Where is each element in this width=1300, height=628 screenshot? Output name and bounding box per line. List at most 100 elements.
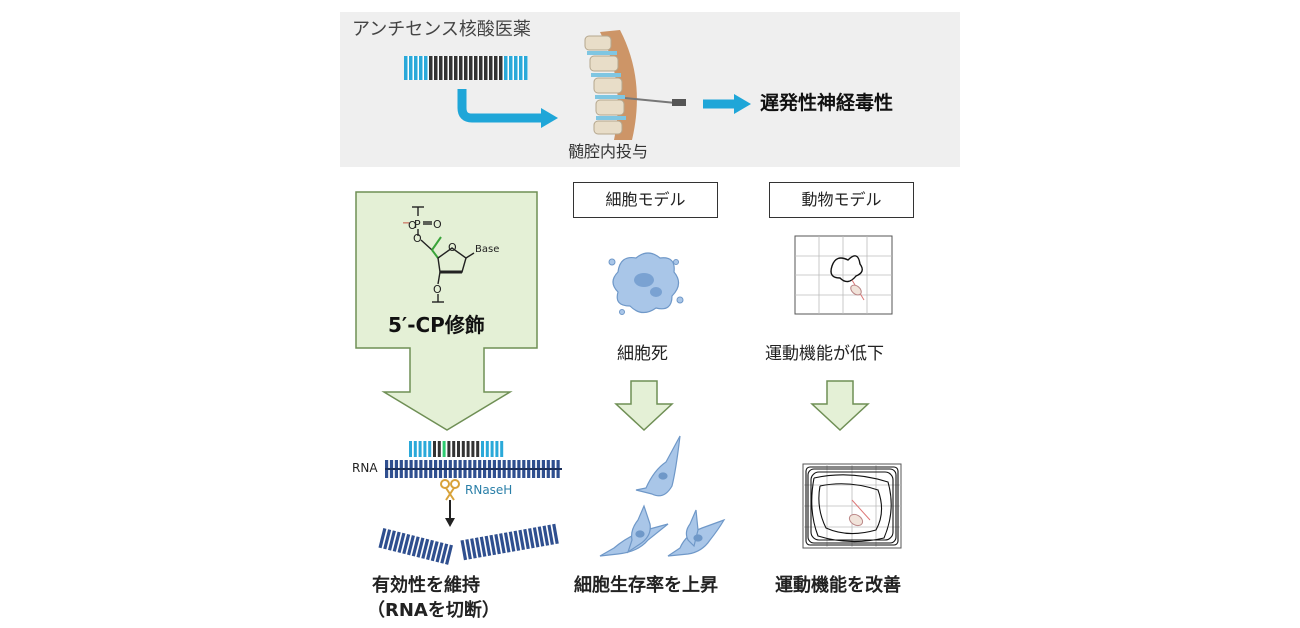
rna-fragment-nucleotide xyxy=(484,535,492,556)
aso-nucleotide xyxy=(428,441,432,457)
spine-illustration xyxy=(584,30,686,140)
rna-fragment-nucleotide xyxy=(499,533,506,554)
animal-conclusion: 運動機能を改善 xyxy=(775,575,901,596)
efficacy-line1: 有効性を維持 xyxy=(372,575,480,596)
rna-strand xyxy=(385,460,562,478)
rnaseh-label: RNaseH xyxy=(465,483,513,497)
aso-strand-top xyxy=(404,56,528,80)
aso-nucleotide xyxy=(414,56,418,80)
chem-o-minus: O xyxy=(408,219,417,232)
animal-result-label: 運動機能が低下 xyxy=(765,344,884,364)
rna-fragment-nucleotide xyxy=(474,537,482,558)
rna-fragment-nucleotide xyxy=(383,529,392,550)
rna-fragment-nucleotide xyxy=(392,531,401,552)
rna-fragment-nucleotide xyxy=(440,543,449,564)
chemical-structure xyxy=(412,206,475,303)
top-panel xyxy=(340,12,960,167)
rna-fragment-nucleotide xyxy=(523,528,530,550)
aso-nucleotide xyxy=(509,56,513,80)
rna-fragment-nucleotide xyxy=(426,539,434,561)
aso-nucleotide xyxy=(474,56,478,80)
rna-fragment-right xyxy=(460,523,559,561)
cell-result-label: 細胞死 xyxy=(617,344,668,364)
aso-nucleotide xyxy=(464,56,468,80)
aso-nucleotide xyxy=(423,441,427,457)
rna-fragment-nucleotide xyxy=(465,539,472,560)
chem-o-side: O xyxy=(413,232,422,245)
aso-nucleotide xyxy=(419,56,423,80)
rna-fragment-nucleotide xyxy=(421,538,430,559)
rna-fragment-nucleotide xyxy=(489,534,497,556)
blue-arrow-head-2 xyxy=(734,94,751,114)
chem-base: Base xyxy=(475,244,500,255)
aso-nucleotide xyxy=(504,56,508,80)
aso-nucleotide xyxy=(494,56,498,80)
aso-nucleotide xyxy=(454,56,458,80)
rna-fragment-left xyxy=(378,528,453,565)
rna-fragment-nucleotide xyxy=(430,541,439,562)
animal-model-label: 動物モデル xyxy=(769,182,914,218)
aso-nucleotide xyxy=(424,56,428,80)
aso-nucleotide xyxy=(469,56,473,80)
rna-fragment-nucleotide xyxy=(532,527,540,548)
healthy-cells-icon xyxy=(599,435,726,557)
aso-nucleotide xyxy=(433,441,436,457)
rna-fragment-nucleotide xyxy=(411,536,420,557)
aso-nucleotide xyxy=(476,441,480,457)
modification-box xyxy=(355,191,538,431)
rna-fragment-nucleotide xyxy=(397,532,406,553)
aso-nucleotide xyxy=(479,56,483,80)
aso-nucleotide xyxy=(449,56,453,80)
aso-nucleotide xyxy=(471,441,475,457)
rna-fragment-nucleotide xyxy=(542,525,550,546)
rna-label: RNA xyxy=(352,461,378,475)
route-label: 髄腔内投与 xyxy=(568,142,649,161)
aso-nucleotide xyxy=(519,56,523,80)
efficacy-line2: （RNAを切断） xyxy=(367,600,500,621)
aso-nucleotide xyxy=(495,441,499,457)
rna-fragment-nucleotide xyxy=(406,535,415,556)
cleave-arrow-head xyxy=(445,518,455,527)
rna-fragment-nucleotide xyxy=(537,526,545,547)
down-arrow-animal xyxy=(810,380,870,432)
aso-nucleotide xyxy=(481,441,484,457)
chem-o-ring: O xyxy=(448,241,457,254)
aso-nucleotide xyxy=(457,441,460,457)
aso-nucleotide xyxy=(404,56,408,80)
dying-cell-icon xyxy=(608,252,684,315)
rna-fragment-nucleotide xyxy=(494,534,501,555)
aso-nucleotide xyxy=(439,56,443,80)
rna-fragment-nucleotide xyxy=(460,539,468,561)
aso-nucleotide xyxy=(524,56,528,80)
aso-nucleotide xyxy=(485,441,489,457)
aso-nucleotide xyxy=(452,441,456,457)
chem-minus-sign: − xyxy=(402,218,411,229)
rna-fragment-nucleotide xyxy=(387,530,396,551)
aso-nucleotide xyxy=(418,441,422,457)
toxicity-label: 遅発性神経毒性 xyxy=(760,92,894,114)
rna-fragment-nucleotide xyxy=(378,528,387,549)
rna-fragment-nucleotide xyxy=(416,537,425,558)
aso-nucleotide xyxy=(434,56,438,80)
aso-nucleotide xyxy=(437,441,441,457)
rna-fragment-nucleotide xyxy=(435,542,444,563)
aso-nucleotide xyxy=(490,441,494,457)
down-arrow-cell xyxy=(614,380,674,432)
scissors-icon xyxy=(440,479,460,501)
rna-fragment-nucleotide xyxy=(547,524,554,545)
rna-fragment-nucleotide xyxy=(528,528,535,549)
chem-p: P xyxy=(414,218,421,231)
aso-nucleotide xyxy=(461,441,465,457)
aso-nucleotide xyxy=(499,56,503,80)
aso-nucleotide xyxy=(514,56,518,80)
aso-nucleotide xyxy=(447,441,451,457)
open-field-after xyxy=(802,463,902,549)
blue-curved-arrow xyxy=(457,89,543,123)
cell-model-label: 細胞モデル xyxy=(573,182,718,218)
chem-o-bottom: O xyxy=(433,283,442,296)
aso-nucleotide xyxy=(413,441,417,457)
aso-nucleotide xyxy=(489,56,493,80)
modification-title: 5′-CP修飾 xyxy=(388,313,485,337)
cell-conclusion: 細胞生存率を上昇 xyxy=(574,575,718,596)
